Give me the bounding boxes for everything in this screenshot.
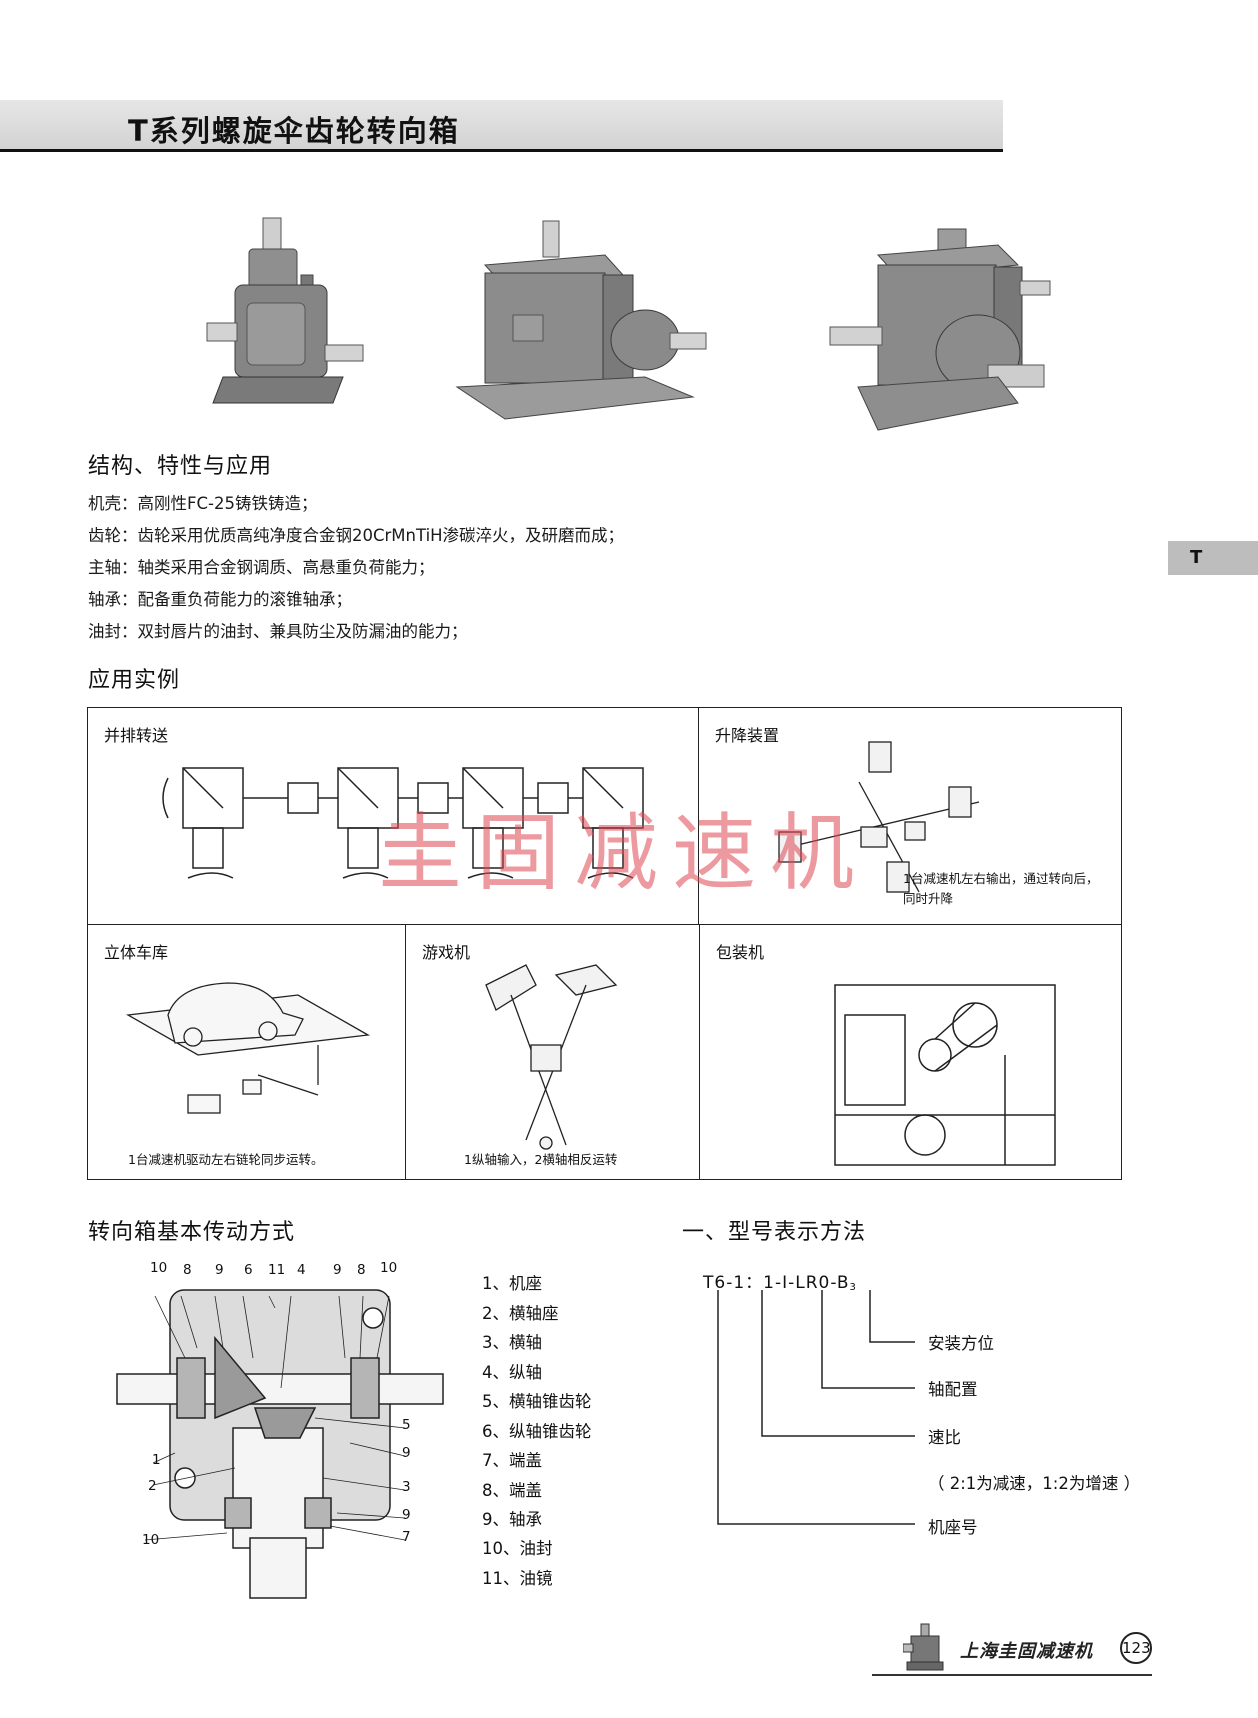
page-title: T系列螺旋伞齿轮转向箱 (128, 114, 460, 148)
callout-top-1: 10 (150, 1260, 168, 1276)
part-item: 5、横轴锥齿轮 (482, 1392, 592, 1411)
callout-right-3: 3 (402, 1479, 411, 1495)
product-photo-1 (206, 217, 364, 404)
spec-label: 齿轮： (88, 526, 138, 545)
callout-right-5: 7 (402, 1529, 411, 1545)
examples-heading: 应用实例 (88, 668, 181, 693)
model-ratio-label: 速比 (928, 1428, 961, 1447)
example-packaging: 包装机 (700, 925, 1121, 1179)
spec-text: 轴类采用合金钢调质、高悬重负荷能力； (137, 558, 435, 577)
callout-left-3: 10 (142, 1532, 160, 1548)
callout-top-8: 8 (357, 1262, 366, 1278)
spec-label: 主轴： (88, 558, 138, 577)
part-item: 8、端盖 (482, 1481, 542, 1500)
part-item: 3、横轴 (482, 1333, 542, 1352)
part-item: 11、油镜 (482, 1569, 553, 1588)
lifting-caption-1: 1台减速机左右输出，通过转向后， (903, 871, 1099, 886)
features-heading: 结构、特性与应用 (88, 454, 273, 479)
callout-top-4: 6 (244, 1262, 253, 1278)
callout-right-4: 9 (402, 1507, 411, 1523)
callout-top-2: 8 (183, 1262, 192, 1278)
garage-drawing (125, 982, 371, 1114)
example-label: 游戏机 (422, 943, 471, 962)
part-item: 1、机座 (482, 1274, 542, 1293)
example-side-by-side: 并排转送 (88, 708, 699, 925)
model-code-main: T6-1：1-I-LR0-B (703, 1273, 850, 1293)
footer-gearbox-icon (903, 1623, 944, 1671)
example-label: 并排转送 (104, 726, 169, 745)
watermark: 圭固减速机 (378, 804, 869, 902)
title-bar: T系列螺旋伞齿轮转向箱 (0, 100, 1003, 152)
footer-brand: 上海圭固减速机 (960, 1641, 1093, 1662)
product-photo-3 (829, 228, 1051, 431)
spec-label: 轴承： (88, 590, 138, 609)
callout-left-2: 2 (148, 1478, 157, 1494)
example-garage: 立体车库 1台减速机驱动左右链轮同步运转。 (88, 925, 406, 1179)
callout-top-6: 4 (297, 1262, 306, 1278)
product-photo-2 (455, 220, 707, 420)
model-mount-label: 安装方位 (928, 1334, 994, 1353)
game-machine-drawing (485, 964, 618, 1150)
callout-right-2: 9 (402, 1445, 411, 1461)
spec-seal: 油封：双封唇片的油封、兼具防尘及防漏油的能力； (88, 618, 468, 642)
spec-gear: 齿轮：齿轮采用优质高纯净度合金钢20CrMnTiH渗碳淬火，及研磨而成； (88, 522, 624, 546)
page-number: 123 (1120, 1632, 1152, 1664)
example-lifting: 升降装置 1台减速机左右输出，通过转向后， 同时升降 (699, 708, 1121, 925)
garage-caption: 1台减速机驱动左右链轮同步运转。 (128, 1152, 324, 1167)
game-machine-caption: 1纵轴输入，2横轴相反运转 (464, 1152, 618, 1167)
packaging-drawing (834, 984, 1056, 1166)
spec-text: 齿轮采用优质高纯净度合金钢20CrMnTiH渗碳淬火，及研磨而成； (137, 526, 625, 545)
callout-top-9: 10 (380, 1260, 398, 1276)
spec-bearing: 轴承：配备重负荷能力的滚锥轴承； (88, 586, 352, 610)
lifting-caption-2: 同时升降 (903, 891, 954, 906)
example-label: 包装机 (716, 943, 765, 962)
example-label: 升降装置 (715, 726, 780, 745)
spec-housing: 机壳：高刚性FC-25铸铁铸造； (88, 490, 317, 514)
spec-text: 高刚性FC-25铸铁铸造； (137, 494, 318, 513)
part-item: 9、轴承 (482, 1510, 542, 1529)
part-item: 6、纵轴锥齿轮 (482, 1422, 592, 1441)
example-label: 立体车库 (104, 943, 169, 962)
gearbox-cross-section (116, 1289, 444, 1599)
model-ratio-note: （ 2:1为减速，1:2为增速 ） (928, 1474, 1141, 1493)
lifting-drawing (778, 741, 980, 893)
spec-label: 机壳： (88, 494, 138, 513)
side-by-side-drawing (162, 767, 644, 879)
footer-rule (872, 1674, 1152, 1676)
part-item: 7、端盖 (482, 1451, 542, 1470)
model-shaft-label: 轴配置 (928, 1380, 978, 1399)
part-item: 2、横轴座 (482, 1304, 559, 1323)
part-item: 10、油封 (482, 1539, 553, 1558)
model-frame-label: 机座号 (928, 1518, 978, 1537)
model-heading: 一、型号表示方法 (682, 1220, 867, 1245)
callout-right-1: 5 (402, 1417, 411, 1433)
model-code: T6-1：1-I-LR0-B3 (703, 1268, 857, 1293)
model-code-sub: 3 (849, 1282, 857, 1293)
callout-top-5: 11 (268, 1262, 286, 1278)
example-game-machine: 游戏机 1纵轴输入，2横轴相反运转 (406, 925, 700, 1179)
spec-shaft: 主轴：轴类采用合金钢调质、高悬重负荷能力； (88, 554, 435, 578)
spec-label: 油封： (88, 622, 138, 641)
side-index-tab[interactable]: T (1168, 541, 1258, 575)
callout-left-1: 1 (152, 1452, 161, 1468)
callout-top-7: 9 (333, 1262, 342, 1278)
examples-grid: 并排转送 升降装置 1台减速机左右输出，通 (87, 707, 1122, 1180)
transmission-heading: 转向箱基本传动方式 (88, 1220, 296, 1245)
spec-text: 双封唇片的油封、兼具防尘及防漏油的能力； (137, 622, 468, 641)
callout-top-3: 9 (215, 1262, 224, 1278)
model-leader-lines (717, 1290, 915, 1525)
part-item: 4、纵轴 (482, 1363, 542, 1382)
spec-text: 配备重负荷能力的滚锥轴承； (137, 590, 353, 609)
